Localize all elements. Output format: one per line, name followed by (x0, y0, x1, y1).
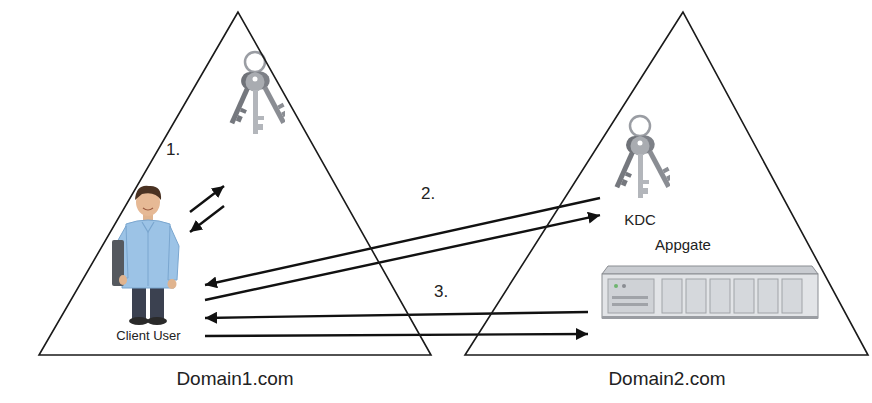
client-user: Client User (92, 180, 205, 348)
domain-label: Domain2.com (608, 368, 725, 390)
callout-number: 1. (166, 140, 180, 160)
domain-region: Domain2.com KDC Appgate (464, 10, 870, 400)
domain-region: Domain1.com Client User (38, 10, 432, 400)
callout-number: 2. (421, 184, 435, 204)
node-label: KDC (624, 211, 656, 228)
reply-arrow (190, 206, 224, 232)
request-arrow (190, 186, 224, 212)
node-label: Appgate (655, 236, 711, 253)
message-arrow (205, 334, 588, 336)
keys-icon (608, 116, 676, 198)
message-arrow (205, 312, 588, 318)
node-outline (38, 10, 432, 400)
kdc-server: KDC (600, 112, 680, 232)
server-icon (602, 266, 818, 319)
keys-icon (223, 52, 291, 134)
node-outline (92, 180, 205, 348)
appgate-server: Appgate (588, 234, 825, 340)
domain-label: Domain1.com (176, 368, 293, 390)
node-outline (464, 10, 870, 400)
callout-number: 3. (434, 282, 448, 302)
node-label: Client User (116, 329, 180, 344)
domain-triangle (465, 12, 868, 355)
message-arrow (205, 215, 600, 300)
user-figure (112, 186, 179, 325)
message-arrow (205, 198, 600, 285)
domain-triangle (39, 12, 431, 355)
